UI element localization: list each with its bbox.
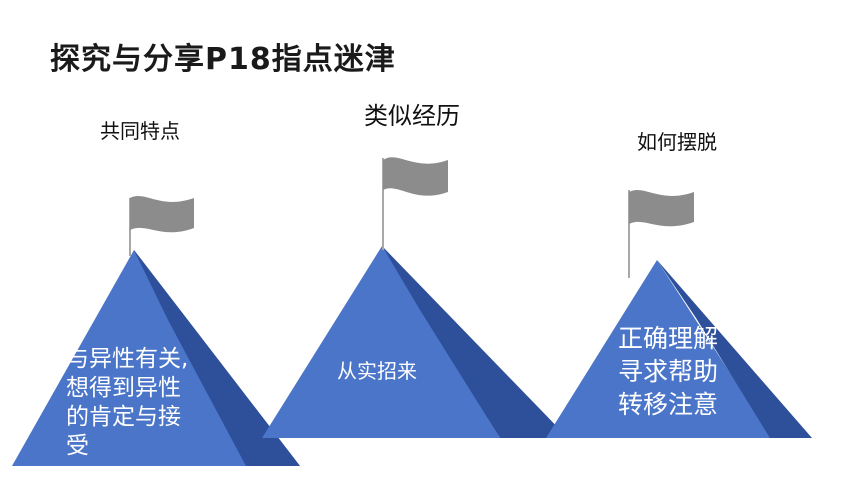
mountain-3-shadow: [657, 260, 812, 438]
mountain-3-text: 正确理解 寻求帮助 转移注意: [618, 322, 742, 440]
mountain-1-line: 的肯定与接: [66, 404, 181, 430]
mountain-2-text: 从实招来: [337, 358, 457, 388]
flag-3-icon: [629, 190, 694, 227]
mountain-1-shadow: [134, 250, 300, 466]
mountain-1-line: 与异性有关,: [66, 346, 189, 372]
mountain-2: [262, 157, 568, 438]
label-common-traits: 共同特点: [100, 119, 180, 143]
mountain-2-face: [262, 246, 500, 438]
mountain-3-line: 正确理解: [618, 324, 719, 353]
label-similar-experience: 类似经历: [364, 102, 460, 130]
mountain-3-face: [546, 260, 772, 438]
mountain-3: [546, 190, 812, 438]
slide-title: 探究与分享P18指点迷津: [50, 42, 396, 77]
mountain-2-line: 从实招来: [337, 359, 417, 383]
flag-2-icon: [383, 157, 448, 196]
mountain-1: [12, 196, 300, 466]
mountain-2-shadow: [382, 246, 568, 438]
mountain-3-line: 转移注意: [618, 390, 719, 419]
mountain-1-line: 想得到异性: [66, 375, 181, 401]
mountain-3-line: 寻求帮助: [618, 357, 719, 386]
flag-1-icon: [130, 196, 194, 233]
mountain-1-line: 受: [66, 433, 89, 459]
mountain-1-text: 与异性有关, 想得到异性 的肯定与接 受: [66, 345, 236, 484]
label-how-to-escape: 如何摆脱: [637, 130, 717, 154]
